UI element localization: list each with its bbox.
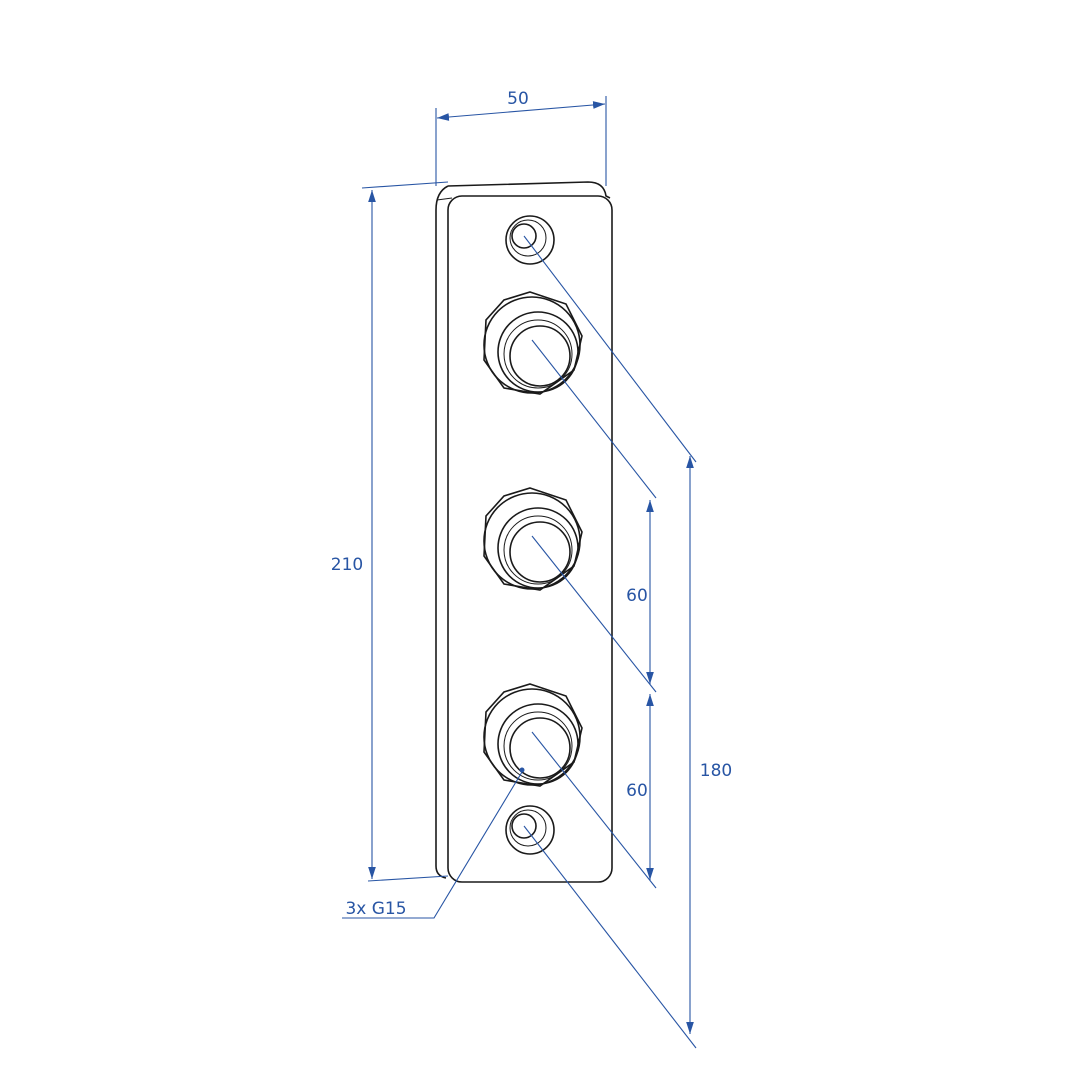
dimension-width-label: 50 [507,89,529,109]
dimension-spacing-2-label: 60 [626,781,648,801]
mounting-hole-top [505,215,555,265]
threaded-fitting-1 [483,291,583,395]
dimension-spacing-1-label: 60 [626,586,648,606]
dimension-labels: 50 210 60 60 180 3x G15 [331,89,732,919]
threaded-fitting-3 [483,683,583,787]
dimension-mount-spacing-label: 180 [700,761,732,781]
mounting-hole-bottom [505,805,555,855]
thread-callout-label: 3x G15 [345,899,406,919]
plate-front-face [447,195,613,883]
threaded-fitting-2 [483,487,583,591]
dimension-height-label: 210 [331,555,363,575]
dimension-lines [342,96,697,1049]
